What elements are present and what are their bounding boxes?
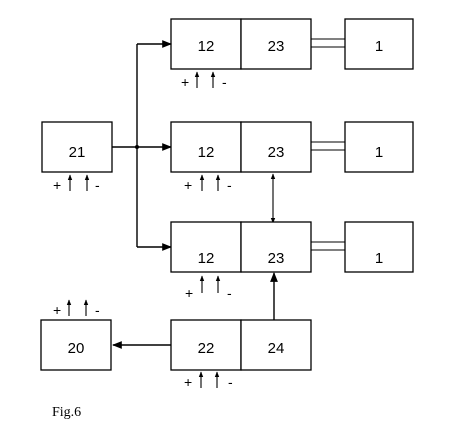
block-23-mid: 23 [240,121,312,173]
svg-text:1: 1 [375,250,383,267]
inputs-21: + - [53,174,100,193]
branch-connector [112,40,172,251]
inputs-mid: + - [184,174,232,193]
svg-text:+: + [53,177,61,193]
svg-text:+: + [181,74,189,90]
block-12-low: 12 [170,221,242,273]
inputs-low: + - [185,275,232,301]
block-1-mid: 1 [344,121,414,173]
svg-text:1: 1 [375,38,383,55]
double-link-mid [311,141,345,151]
svg-text:12: 12 [198,144,215,161]
svg-text:-: - [95,302,100,318]
svg-text:-: - [227,177,232,193]
svg-text:+: + [184,177,192,193]
svg-text:-: - [228,374,233,390]
svg-text:-: - [227,285,232,301]
block-20: 20 [40,319,112,371]
svg-text:24: 24 [268,340,285,357]
block-23-top: 23 [240,18,312,70]
svg-text:23: 23 [268,250,285,267]
svg-text:+: + [184,374,192,390]
block-12-mid: 12 [170,121,242,173]
block-23-low: 23 [240,221,312,273]
block-1-low: 1 [344,221,414,273]
svg-text:12: 12 [198,38,215,55]
block-24: 24 [240,319,312,371]
inputs-20: + - [53,299,100,318]
svg-text:23: 23 [268,38,285,55]
svg-text:1: 1 [375,144,383,161]
svg-text:12: 12 [198,250,215,267]
inputs-top: + - [181,71,227,90]
block-21: 21 [41,121,113,173]
block-12-top: 12 [170,18,242,70]
inputs-22: + - [184,371,233,390]
block-22: 22 [170,319,242,371]
svg-text:+: + [53,302,61,318]
svg-text:-: - [222,74,227,90]
block-1-top: 1 [344,18,414,70]
double-link-low [311,241,345,251]
figure-caption: Fig.6 [52,405,81,420]
svg-text:-: - [95,177,100,193]
double-link-top [311,38,345,48]
svg-text:21: 21 [69,144,86,161]
svg-text:+: + [185,285,193,301]
svg-text:23: 23 [268,144,285,161]
svg-text:22: 22 [198,340,215,357]
svg-text:20: 20 [68,340,85,357]
